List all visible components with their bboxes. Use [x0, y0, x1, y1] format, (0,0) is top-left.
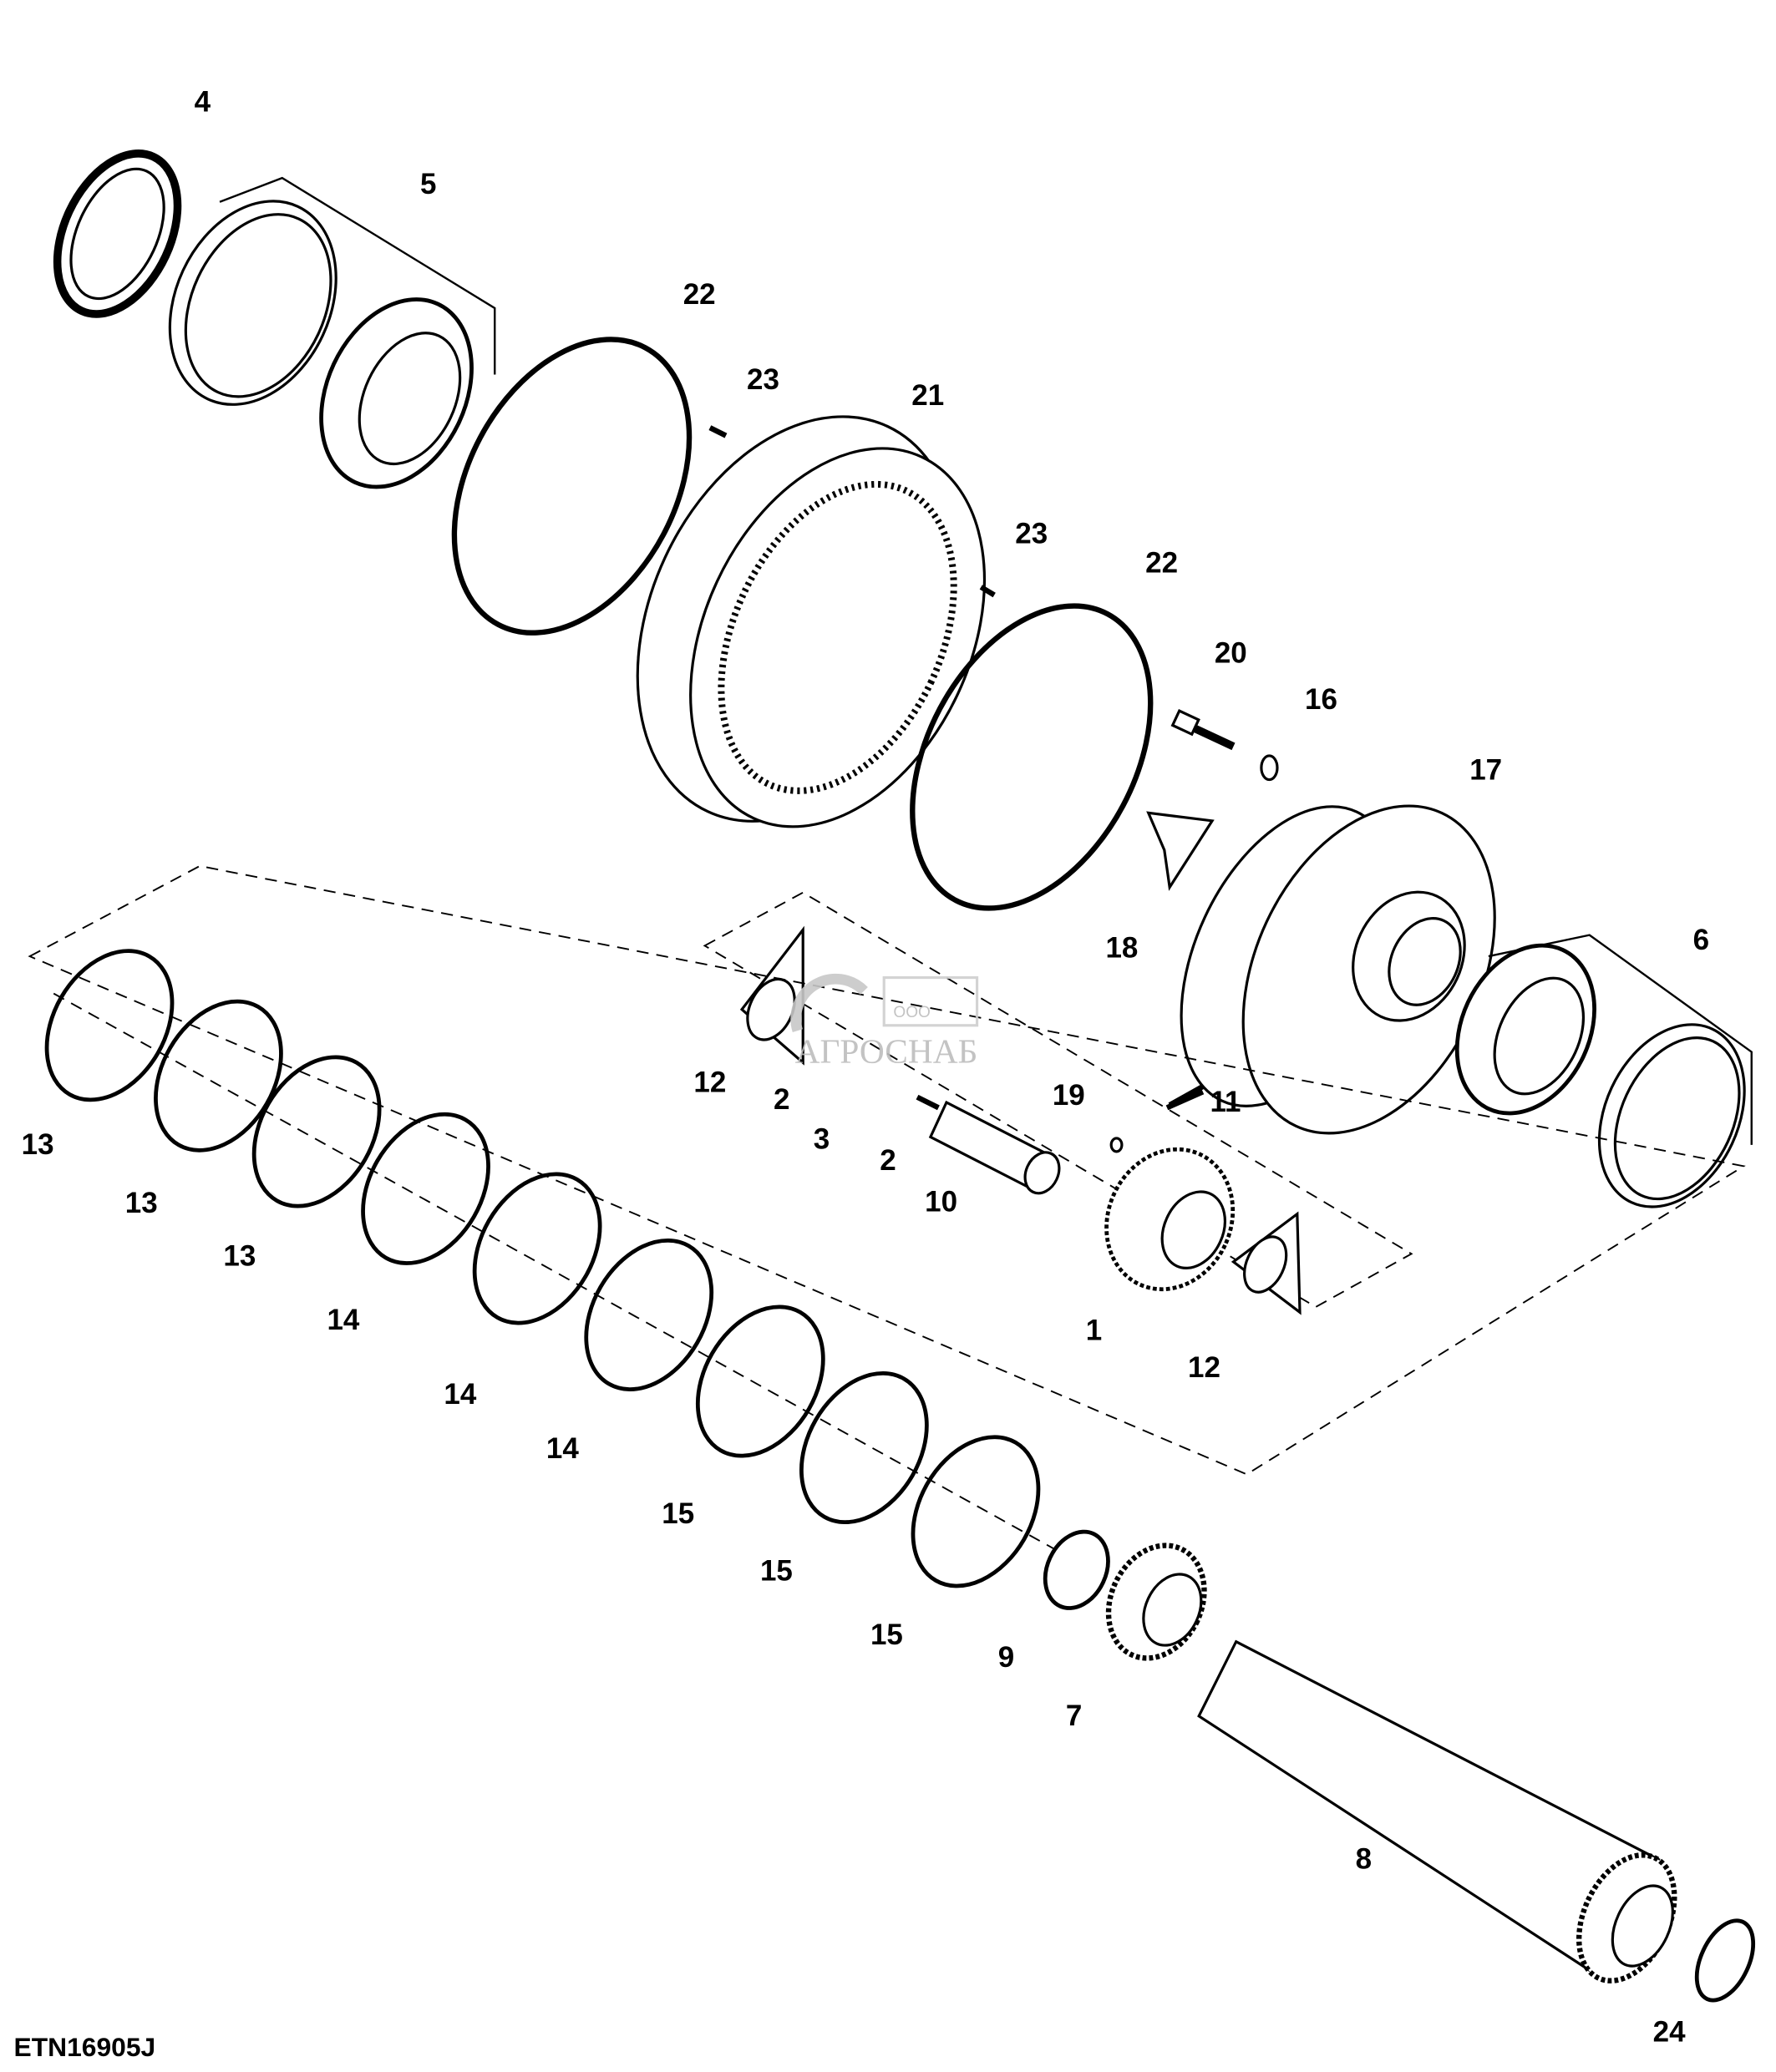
callout-label: 5	[420, 168, 436, 200]
part-washer	[1260, 754, 1279, 782]
part-lock-plate	[1146, 811, 1215, 891]
part-shim-ring	[251, 1055, 382, 1208]
callout-label: 4	[195, 86, 211, 119]
shim-ring-stack	[44, 949, 1041, 1588]
part-bolt	[1170, 709, 1236, 751]
callout-label: 14	[546, 1432, 579, 1465]
part-bearing-cone-6	[1454, 943, 1596, 1116]
callout-label: 22	[683, 278, 716, 311]
callout-label: 10	[925, 1185, 957, 1218]
callout-label: 3	[814, 1123, 830, 1156]
part-retaining-ring	[1694, 1918, 1756, 2003]
callout-label: 14	[444, 1378, 476, 1411]
callout-label: 21	[911, 379, 944, 412]
callout-label: 17	[1469, 754, 1502, 787]
callout-label: 7	[1066, 1700, 1082, 1732]
part-o-ring-upper	[451, 337, 693, 636]
part-shim-ring	[584, 1238, 714, 1391]
callout-label: 13	[223, 1240, 256, 1273]
part-bearing-cup-6	[1597, 1023, 1746, 1208]
part-shim-ring	[361, 1112, 490, 1265]
callout-label: 23	[747, 363, 779, 396]
callout-label: 2	[880, 1144, 896, 1177]
part-shim-ring	[472, 1172, 602, 1325]
part-axle-shaft	[1197, 1639, 1677, 1983]
callout-label: 13	[125, 1187, 158, 1219]
part-ball	[1109, 1137, 1124, 1153]
callout-label: 13	[22, 1128, 54, 1161]
part-planet-gear	[1104, 1147, 1236, 1292]
part-shim-ring	[695, 1304, 825, 1458]
callout-label: 15	[662, 1497, 694, 1530]
callout-label: 15	[760, 1555, 793, 1588]
callout-label: 22	[1145, 546, 1178, 579]
part-o-ring-lower	[910, 603, 1154, 911]
callout-label: 12	[1188, 1351, 1220, 1384]
part-planet-carrier	[1180, 804, 1496, 1135]
watermark-text: АГРОСНАБ	[795, 1031, 978, 1070]
callout-label: 20	[1215, 637, 1247, 670]
part-ring-gear	[636, 415, 987, 828]
part-shim-ring	[799, 1371, 929, 1525]
part-shim-ring	[154, 999, 283, 1153]
part-bearing-cone-5	[319, 297, 474, 489]
callout-label: 23	[1015, 517, 1048, 550]
part-seal	[53, 149, 182, 318]
callout-label: 24	[1653, 2015, 1686, 2048]
part-planet-shaft	[928, 1100, 1061, 1195]
callout-label: 15	[870, 1619, 903, 1651]
callout-label: 19	[1053, 1079, 1085, 1112]
callout-label: 18	[1105, 932, 1138, 965]
callout-label: 11	[1210, 1086, 1241, 1118]
part-shim-ring	[911, 1435, 1041, 1588]
part-sun-gear	[1105, 1543, 1207, 1661]
part-bearing-cup-5	[168, 200, 337, 406]
callout-label: 8	[1356, 1843, 1372, 1876]
callout-label: 6	[1693, 924, 1709, 956]
callout-label: 9	[998, 1641, 1014, 1674]
callout-label: 14	[327, 1304, 359, 1336]
watermark-prefix: ООО	[893, 1004, 931, 1021]
callout-label: 16	[1305, 683, 1337, 716]
callout-label: 12	[693, 1066, 726, 1098]
callout-label: 2	[774, 1083, 789, 1116]
watermark-logo: ООО АГРОСНАБ	[790, 973, 979, 1070]
part-snap-ring	[1043, 1529, 1110, 1610]
figure-id: ETN16905J	[14, 2032, 156, 2062]
callout-label: 1	[1086, 1315, 1102, 1347]
